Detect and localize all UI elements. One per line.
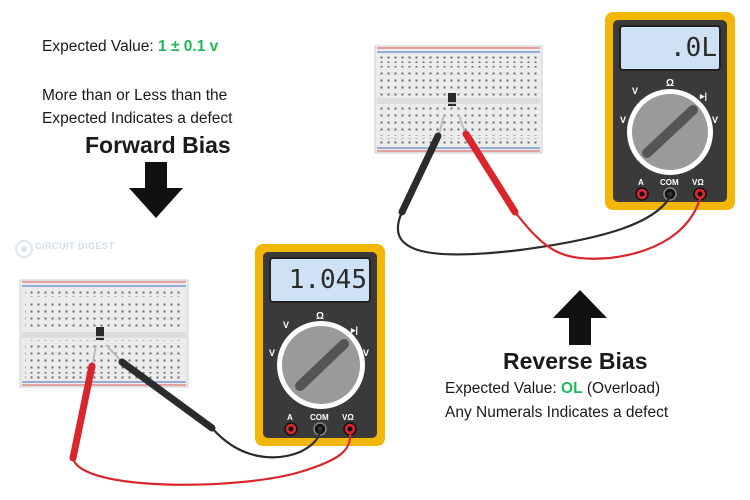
forward-note-line2: Expected Indicates a defect (42, 110, 233, 127)
diode-bottom (96, 327, 104, 340)
reverse-bias-heading: Reverse Bias (503, 348, 648, 374)
dial-label-diode-top: ▸| (700, 91, 708, 101)
dial-label-ohm-top: Ω (666, 78, 675, 89)
reverse-expected-suffix: (Overload) (582, 380, 661, 397)
diode-top (448, 93, 456, 106)
reverse-expected-prefix: Expected Value: (445, 380, 562, 397)
forward-note-line1: More than or Less than the (42, 87, 228, 104)
port-label-vohm-bottom: VΩ (342, 413, 354, 422)
dial-label-v-right-bottom: V (363, 348, 370, 358)
dial-label-v-right-top: V (712, 115, 719, 125)
lcd-reading-top: .0L (670, 33, 717, 63)
dial-label-dcv-top: V (620, 115, 627, 125)
port-label-a-bottom: A (287, 413, 293, 422)
dial-label-ohm-bottom: Ω (316, 311, 325, 322)
forward-expected-unit: v (205, 38, 219, 55)
watermark-logo (15, 240, 33, 258)
reverse-note-line: Any Numerals Indicates a defect (445, 404, 669, 421)
breadboard-top (374, 45, 543, 154)
port-label-com-bottom: COM (310, 413, 329, 422)
dial-label-diode-bottom: ▸| (351, 325, 359, 335)
reverse-expected-ol: OL (561, 380, 583, 397)
forward-expected-value: Expected Value: 1 ± 0.1 v (42, 37, 218, 57)
forward-expected-prefix: Expected Value: (42, 38, 159, 55)
probes-bottom (69, 344, 352, 486)
forward-bias-heading: Forward Bias (85, 132, 231, 158)
forward-expected-number: 1 ± 0.1 (158, 38, 206, 55)
probes-top (396, 114, 702, 260)
lcd-top (619, 25, 721, 71)
dial-label-dcv-bottom: V (269, 348, 276, 358)
dial-label-acv-bottom: V (283, 320, 290, 330)
port-label-a-top: A (638, 178, 644, 187)
arrow-up-icon (553, 290, 607, 345)
multimeter-bottom (255, 244, 385, 446)
watermark-text: CIRCUIT DIGEST (35, 241, 115, 251)
lcd-bottom (269, 257, 371, 303)
reverse-expected-value: Expected Value: OL (Overload) (445, 379, 660, 399)
lcd-reading-bottom: 1.045 (288, 265, 367, 295)
multimeter-top (605, 12, 735, 210)
dial-label-acv-top: V (632, 86, 639, 96)
arrow-down-icon (129, 162, 183, 218)
port-label-vohm-top: VΩ (692, 178, 704, 187)
port-label-com-top: COM (660, 178, 679, 187)
